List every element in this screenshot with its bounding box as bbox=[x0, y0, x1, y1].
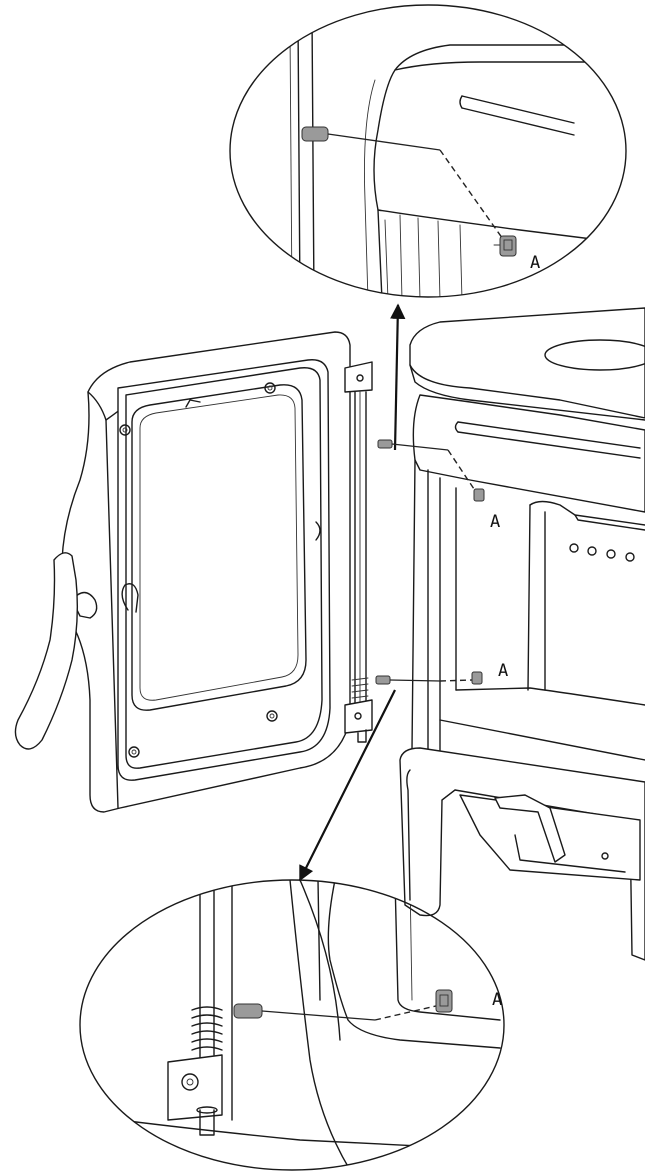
fixing-nut-a-upper bbox=[473, 488, 485, 502]
callout-label-top: A bbox=[530, 253, 540, 273]
lower-fixing bbox=[375, 671, 483, 685]
door-pin-lower bbox=[233, 1003, 263, 1019]
arrow-to-bottom-detail bbox=[299, 689, 396, 882]
door-pin bbox=[301, 126, 329, 142]
fixing-nut-a bbox=[493, 235, 517, 257]
stove-body bbox=[399, 307, 645, 961]
callout-label-upper: A bbox=[490, 512, 500, 532]
callout-label-lower: A bbox=[498, 661, 508, 681]
fixing-nut-a-bottom bbox=[435, 989, 453, 1013]
stove-door bbox=[14, 331, 373, 813]
door-handle bbox=[14, 552, 98, 750]
fixing-nut-a-lower bbox=[471, 671, 483, 685]
top-detail-outline bbox=[229, 4, 627, 298]
callout-label-bottom: A bbox=[492, 990, 502, 1010]
bottom-detail-circle bbox=[79, 879, 505, 1171]
door-hinge bbox=[344, 361, 373, 743]
upper-fixing bbox=[377, 439, 485, 502]
bottom-detail-outline bbox=[79, 879, 505, 1171]
arrow-to-top-detail bbox=[390, 303, 406, 451]
hinge-spring bbox=[191, 1006, 223, 1051]
top-detail-circle bbox=[229, 4, 627, 298]
